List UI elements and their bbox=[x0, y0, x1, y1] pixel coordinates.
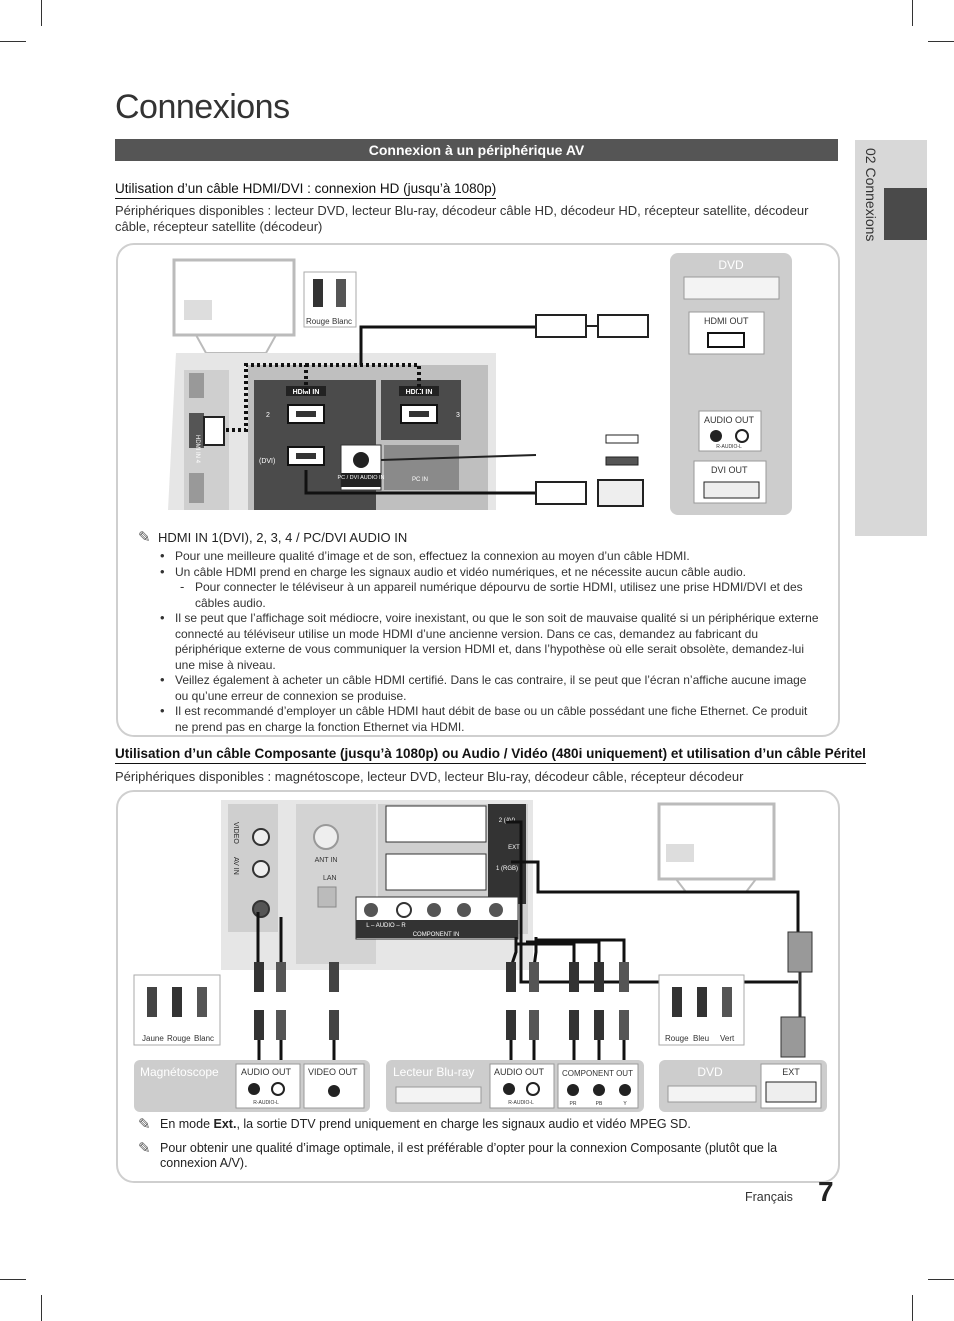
port-number-3: 3 bbox=[456, 412, 460, 419]
crop-mark bbox=[912, 0, 913, 26]
chapter-marker bbox=[884, 188, 927, 240]
audio-rl-label: R-AUDIO-L bbox=[716, 444, 742, 450]
hdmi-in-label-2: HDMI IN bbox=[293, 389, 320, 396]
ext-mode-note: ✎ En mode Ext., la sortie DTV prend uniq… bbox=[138, 1117, 828, 1133]
hdmi-bullet-list: Pour une meilleure qualité d’image et de… bbox=[160, 548, 820, 735]
list-item: Il est recommandé d’employer un câble HD… bbox=[160, 703, 820, 735]
ext1-label: 1 (RGB) bbox=[496, 866, 518, 872]
crop-mark bbox=[912, 1295, 913, 1321]
hdmi-devices-text: Périphériques disponibles : lecteur DVD,… bbox=[115, 203, 809, 234]
device-panel-title: DVD bbox=[718, 258, 744, 272]
note-title-text: HDMI IN 1(DVI), 2, 3, 4 / PC/DVI AUDIO I… bbox=[158, 530, 408, 545]
crop-mark bbox=[41, 1295, 42, 1321]
component-quality-note: ✎ Pour obtenir une qualité d’image optim… bbox=[138, 1140, 828, 1170]
dvd-ext: EXT bbox=[782, 1067, 800, 1077]
note-text: Pour obtenir une qualité d’image optimal… bbox=[160, 1141, 778, 1170]
plug-label: Blanc bbox=[194, 1034, 214, 1043]
crop-mark bbox=[0, 1279, 26, 1280]
vcr-audio-out: AUDIO OUT bbox=[241, 1067, 292, 1077]
av-in-label: AV IN bbox=[232, 857, 239, 875]
crop-mark bbox=[41, 0, 42, 26]
vcr-audio-rl: R-AUDIO-L bbox=[253, 1100, 279, 1106]
port-dvi-label: (DVI) bbox=[259, 458, 275, 465]
note-text: En mode bbox=[160, 1117, 214, 1131]
ant-in-label: ANT IN bbox=[315, 857, 338, 864]
plug-group-component: Rouge Bleu Vert bbox=[658, 974, 745, 1046]
note-text: , la sortie DTV prend uniquement en char… bbox=[236, 1117, 691, 1131]
plug-label: Vert bbox=[720, 1034, 735, 1043]
list-item: Il se peut que l’affichage soit médiocre… bbox=[160, 610, 820, 673]
component-subheading: Utilisation d’un câble Composante (jusqu… bbox=[115, 746, 866, 764]
chapter-side-tab: 02 Connexions bbox=[855, 140, 927, 536]
component-y: Y bbox=[623, 1101, 627, 1107]
dvi-out-label: DVI OUT bbox=[711, 465, 748, 475]
note-bold: Ext. bbox=[213, 1117, 237, 1131]
plug-group-vcr: Jaune Rouge Blanc bbox=[133, 974, 221, 1046]
pencil-note-icon: ✎ bbox=[138, 1140, 151, 1157]
ext-label: EXT bbox=[508, 845, 520, 851]
tv-icon bbox=[657, 802, 776, 893]
component-pb: PB bbox=[596, 1101, 603, 1107]
plug-label-rouge: Rouge bbox=[306, 317, 330, 326]
crop-mark bbox=[0, 41, 26, 42]
video-label: VIDEO bbox=[232, 822, 239, 844]
audio-row-label: L – AUDIO – R bbox=[366, 923, 406, 929]
footer-language: Français bbox=[745, 1190, 793, 1204]
hdmi-out-label: HDMI OUT bbox=[704, 316, 749, 326]
list-item: Pour connecter le téléviseur à un appare… bbox=[160, 579, 820, 611]
bluray-audio-rl: R-AUDIO-L bbox=[508, 1100, 534, 1106]
section-title: Connexion à un périphérique AV bbox=[115, 139, 838, 161]
page-title: Connexions bbox=[115, 88, 290, 126]
list-item: Veillez également à acheter un câble HDM… bbox=[160, 672, 820, 704]
pencil-note-icon: ✎ bbox=[138, 1116, 151, 1133]
device-name-dvd: DVD bbox=[697, 1065, 723, 1079]
bluray-audio-out: AUDIO OUT bbox=[494, 1067, 545, 1077]
page-number: 7 bbox=[818, 1176, 834, 1207]
plug-label: Rouge bbox=[167, 1034, 191, 1043]
device-name-vcr: Magnétoscope bbox=[140, 1065, 219, 1079]
list-item: Pour une meilleure qualité d’image et de… bbox=[160, 548, 820, 565]
audio-out-label: AUDIO OUT bbox=[704, 415, 755, 425]
bluray-component-out: COMPONENT OUT bbox=[562, 1069, 633, 1078]
vcr-video-out: VIDEO OUT bbox=[308, 1067, 358, 1077]
plug-label: Bleu bbox=[693, 1034, 709, 1043]
pencil-note-icon: ✎ bbox=[138, 529, 151, 546]
plug-label: Jaune bbox=[142, 1034, 164, 1043]
list-item: Un câble HDMI prend en charge les signau… bbox=[160, 564, 820, 581]
crop-mark bbox=[928, 1279, 954, 1280]
tv-icon bbox=[172, 258, 296, 354]
pc-dvi-audio-label: PC / DVI AUDIO IN bbox=[337, 475, 384, 481]
hdmi-diagram: HDMI IN 4 HDMI IN HDMI IN 2 3 (DVI) PC /… bbox=[168, 253, 792, 515]
device-name-bluray: Lecteur Blu-ray bbox=[393, 1065, 474, 1079]
lan-label: LAN bbox=[323, 875, 337, 882]
component-pr: PR bbox=[570, 1101, 577, 1107]
hdmi-note-title: ✎ HDMI IN 1(DVI), 2, 3, 4 / PC/DVI AUDIO … bbox=[138, 528, 407, 546]
component-devices-text: Périphériques disponibles : magnétoscope… bbox=[115, 769, 744, 784]
chapter-label: 02 Connexions bbox=[863, 148, 879, 242]
hdmi-subheading: Utilisation d’un câble HDMI/DVI : connex… bbox=[115, 181, 497, 199]
port-number-2: 2 bbox=[266, 412, 270, 419]
pc-in-label: PC IN bbox=[412, 477, 428, 483]
plug-label-blanc: Blanc bbox=[332, 317, 352, 326]
component-in-label: COMPONENT IN bbox=[413, 932, 460, 938]
crop-mark bbox=[928, 41, 954, 42]
hdmi4-label: HDMI IN 4 bbox=[194, 435, 200, 464]
component-diagram: VIDEO AV IN ANT IN LAN 2 (AV) EXT 1 (RGB… bbox=[133, 800, 827, 1112]
plug-label: Rouge bbox=[665, 1034, 689, 1043]
